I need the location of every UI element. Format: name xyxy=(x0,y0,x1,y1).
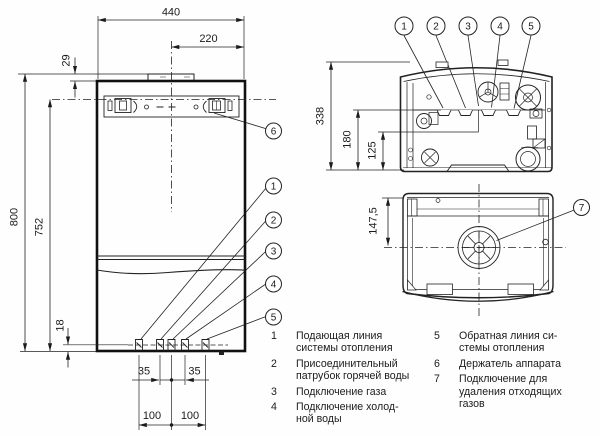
top-callout-1: 1 xyxy=(394,16,414,36)
legend-item-4-line: ной воды xyxy=(296,413,342,426)
dim-180-label: 180 xyxy=(342,130,354,148)
callout-3: 3 xyxy=(265,242,282,260)
legend-item-6: 6 Держатель аппарата xyxy=(434,358,594,370)
legend-item-1: 1 Подающая линия системы отопления xyxy=(271,330,439,355)
legend-item-5-line: стемы отопления xyxy=(459,342,545,355)
legend-item-3: 3 Подключение газа xyxy=(271,386,439,398)
legend-item-4: 4 Подключение холод- ной воды xyxy=(271,401,439,426)
dim-125-label: 125 xyxy=(367,141,379,159)
legend-item-1-num: 1 xyxy=(271,330,277,342)
callout-6-label: 6 xyxy=(271,127,277,138)
legend-item-5: 5 Обратная линия си- стемы отопления xyxy=(434,330,594,355)
boiler-casing xyxy=(95,79,247,353)
callout-4-label: 4 xyxy=(271,280,277,291)
top-callout-3-label: 3 xyxy=(465,22,471,33)
underside-outline xyxy=(399,67,553,173)
legend-item-3-line: Подключение газа xyxy=(296,385,387,398)
dim-440-label: 440 xyxy=(162,7,180,19)
top-callout-2: 2 xyxy=(426,16,446,36)
top-callout-4-label: 4 xyxy=(497,22,503,33)
dim-100-left-label: 100 xyxy=(143,410,161,422)
legend-item-5-num: 5 xyxy=(434,330,440,342)
dim-29-label: 29 xyxy=(61,54,73,66)
top-callout-1-label: 1 xyxy=(401,22,407,33)
mounting-bracket xyxy=(103,95,240,118)
front-leader-lines xyxy=(140,112,267,340)
dim-220-label: 220 xyxy=(199,33,217,45)
plan-outline xyxy=(402,192,554,299)
top-callout-5-label: 5 xyxy=(528,22,534,33)
drain-fitting xyxy=(219,351,224,355)
dim-752-label: 752 xyxy=(34,218,46,236)
callout-3-label: 3 xyxy=(271,247,277,258)
front-callouts: 1 2 3 4 5 6 xyxy=(265,122,282,326)
legend-item-6-line: Держатель аппарата xyxy=(459,357,562,370)
plan-bottom-bow xyxy=(402,290,554,302)
callout-5: 5 xyxy=(265,308,282,326)
legend-item-2: 2 Присоединительный патрубок горячей вод… xyxy=(271,358,439,383)
callout-7: 7 xyxy=(573,199,590,216)
legend-item-2-num: 2 xyxy=(271,357,277,370)
legend-left-column: 1 Подающая линия системы отопления 2 При… xyxy=(271,330,439,429)
top-callout-5: 5 xyxy=(521,16,541,36)
callout-7-label: 7 xyxy=(579,203,585,214)
legend-item-2-line: Присоединительный xyxy=(296,357,398,370)
callout-6: 6 xyxy=(265,122,282,140)
plan-view: 147,5 7 xyxy=(368,184,590,316)
dim-18-label: 18 xyxy=(55,319,67,331)
legend-item-1-line: Подающая линия xyxy=(296,330,383,342)
legend-item-7-line: газов xyxy=(459,398,485,411)
legend-item-7-num: 7 xyxy=(434,373,440,386)
legend-item-7: 7 Подключение для удаления отходящих газ… xyxy=(434,373,594,410)
callout-7-leader xyxy=(496,209,574,241)
top-callout-2-label: 2 xyxy=(433,22,439,33)
flue-collar xyxy=(147,73,195,81)
legend-item-1-line: системы отопления xyxy=(296,342,393,355)
dim-800-label: 800 xyxy=(9,208,21,226)
dim-35-left-label: 35 xyxy=(138,366,150,378)
legend-item-4-line: Подключение холод- xyxy=(296,401,399,414)
front-view: 1 2 3 4 5 6 xyxy=(9,7,282,430)
top-clip-left xyxy=(435,61,449,68)
top-clip-right xyxy=(497,59,509,66)
legend-item-5-line: Обратная линия си- xyxy=(459,330,558,342)
legend-item-2-line: патрубок горячей воды xyxy=(296,370,410,383)
dim-338-label: 338 xyxy=(315,107,327,125)
top-callout-4: 4 xyxy=(490,16,510,36)
underside-dimensions: 338 180 125 xyxy=(315,61,479,171)
callout-5-label: 5 xyxy=(271,313,277,324)
callout-2: 2 xyxy=(265,211,282,229)
legend-item-7-line: удаления отходящих xyxy=(459,385,562,398)
underside-callouts: 1 2 3 4 5 xyxy=(394,16,541,36)
callout-4: 4 xyxy=(265,275,282,293)
plan-dimensions: 147,5 xyxy=(368,197,404,246)
front-dimensions: 440 220 29 800 752 18 35 35 100 100 xyxy=(9,7,245,430)
legend-right-column: 5 Обратная линия си- стемы отопления 6 Д… xyxy=(434,330,594,413)
dim-100-right-label: 100 xyxy=(181,410,199,422)
underside-internals xyxy=(403,81,552,172)
callout-2-label: 2 xyxy=(271,216,277,227)
connection-stubs xyxy=(128,339,228,355)
legend-item-7-line: Подключение для xyxy=(459,373,548,386)
legend-item-4-num: 4 xyxy=(271,401,277,414)
callout-1-label: 1 xyxy=(271,182,277,193)
legend-item-6-num: 6 xyxy=(434,357,440,370)
plan-body xyxy=(407,216,549,295)
callout-1: 1 xyxy=(265,177,282,195)
dim-147-label: 147,5 xyxy=(368,207,380,235)
plan-top-band xyxy=(407,197,549,217)
dim-35-right-label: 35 xyxy=(188,366,200,378)
underside-view: 1 2 3 4 5 338 180 125 xyxy=(315,16,553,173)
top-callout-3: 3 xyxy=(458,16,478,36)
panel-seam xyxy=(96,255,246,275)
legend-item-3-num: 3 xyxy=(271,385,277,398)
